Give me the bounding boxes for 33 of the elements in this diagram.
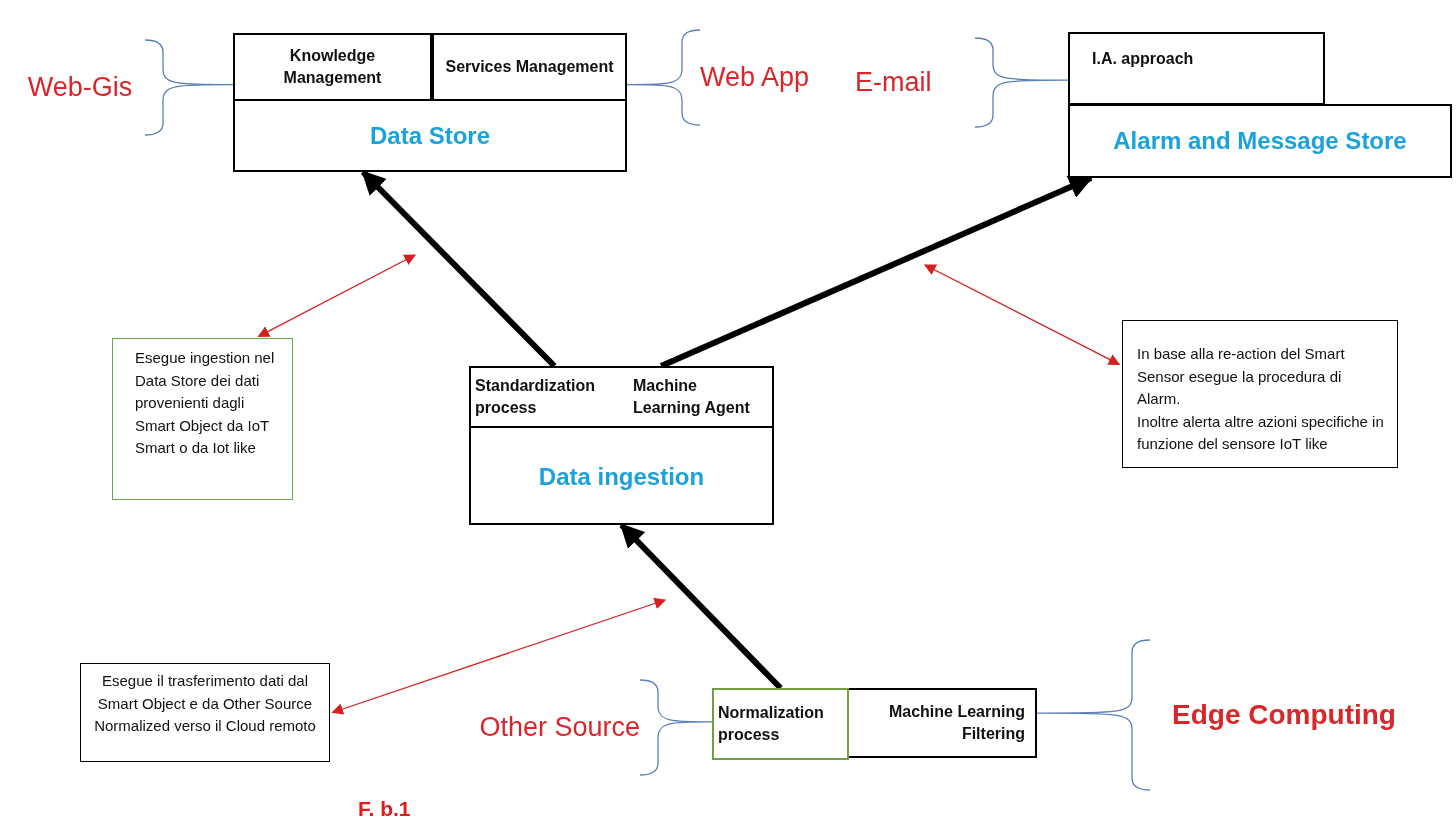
- brace-connector: [144, 39, 234, 136]
- process-box: Machine Learning Filtering: [849, 688, 1037, 758]
- double-arrow: [331, 597, 667, 715]
- note-box: [80, 663, 330, 762]
- channel-label: Web-Gis: [15, 40, 145, 135]
- channel-label: Edge Computing: [1150, 640, 1430, 790]
- brace-connector: [626, 29, 701, 126]
- figure-caption: F. b.1: [358, 797, 411, 821]
- note-text: Inoltre alerta altre azioni specifiche in funzione del sensore IoT like: [1137, 411, 1385, 454]
- note-box: [1122, 320, 1398, 468]
- note-text: In base alla re-action del Smart Sensor esegue la procedura di Alarm.: [1137, 344, 1346, 409]
- component-box: Knowledge Management: [233, 33, 432, 101]
- arrow: [659, 175, 1094, 369]
- component-box: I.A. approach: [1068, 32, 1325, 105]
- process-box: Normalization process: [712, 688, 849, 760]
- note-text: Esegue il trasferimento dati dal Smart Object e da Other Source Normalized verso il Cloud remoto: [93, 671, 317, 736]
- store-box: Alarm and Message Store: [1068, 104, 1452, 178]
- channel-label: Web App: [700, 30, 820, 125]
- double-arrow: [923, 264, 1121, 366]
- channel-label: Other Source: [440, 680, 640, 775]
- brace-connector: [974, 37, 1069, 128]
- double-arrow: [257, 254, 417, 338]
- note-box: [112, 338, 293, 500]
- process-box: [469, 366, 774, 525]
- channel-label: E-mail: [855, 38, 975, 127]
- brace-connector: [639, 679, 713, 776]
- box-title: Data ingestion: [538, 462, 705, 491]
- box-title: Data Store: [369, 122, 490, 150]
- component-box: Services Management: [432, 33, 627, 101]
- note-text: Esegue ingestion nel Data Store dei dati provenienti dagli Smart Object da IoT Smart o da Iot like: [135, 348, 276, 458]
- brace-connector: [1036, 639, 1151, 791]
- store-box: [233, 33, 627, 172]
- component-box: Machine Learning Agent: [623, 366, 774, 428]
